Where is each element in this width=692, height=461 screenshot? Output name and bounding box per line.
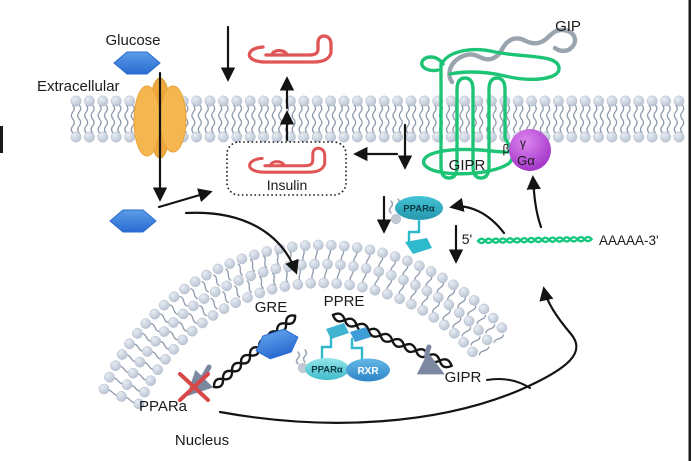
g-alpha-label: Gα bbox=[517, 153, 535, 168]
gipr-gene-label: GIPR bbox=[445, 369, 482, 386]
g-protein-ball bbox=[509, 129, 551, 171]
mrna-to-ppara-arrow bbox=[449, 197, 506, 235]
gre-glucose-hexagon bbox=[255, 328, 299, 360]
glucose-to-insulin-arrow bbox=[157, 188, 213, 209]
right-border-line bbox=[688, 0, 691, 461]
ppara-rxr-complex bbox=[295, 323, 390, 382]
transcription-to-mrna-arrow bbox=[218, 286, 578, 424]
g-gamma-label: γ bbox=[520, 136, 526, 150]
gip-peptide bbox=[447, 27, 578, 85]
nuclear-envelope bbox=[98, 239, 508, 410]
rxr-label: RXR bbox=[357, 366, 379, 377]
extracellular-label: Extracellular bbox=[37, 78, 120, 95]
glucose-to-nucleus-arrow bbox=[184, 211, 299, 275]
ppara-protein-cytoplasm bbox=[388, 196, 443, 254]
nucleus-label: Nucleus bbox=[175, 432, 229, 449]
glucose-label: Glucose bbox=[105, 32, 160, 49]
gipr-receptor-label: GIPR bbox=[449, 157, 486, 174]
g-beta-label: β bbox=[503, 142, 510, 156]
gre-label: GRE bbox=[255, 299, 288, 316]
gipr-mrna bbox=[476, 235, 593, 245]
five-prime-label: 5' bbox=[462, 231, 472, 247]
ppara-cyto-label: PPARα bbox=[403, 204, 435, 215]
red-x bbox=[178, 372, 210, 402]
insulin-molecule-secreted bbox=[247, 34, 333, 64]
glucose-hexagon-extracellular bbox=[113, 51, 161, 75]
gipr-promoter-arrow bbox=[416, 344, 445, 375]
ppara-nuclear-label: PPARα bbox=[311, 365, 343, 376]
glucose-hexagon-intracellular bbox=[109, 209, 157, 233]
ppara-gene-label: PPARa bbox=[139, 398, 188, 415]
insulin-molecule-vesicle bbox=[248, 146, 327, 174]
ppre-label: PPRE bbox=[324, 293, 365, 310]
mrna-to-receptor-arrow bbox=[526, 175, 543, 229]
gip-label: GIP bbox=[555, 18, 581, 35]
left-edge-mark bbox=[0, 126, 3, 153]
mrna-polya-label: AAAAA-3' bbox=[599, 233, 659, 248]
insulin-label: Insulin bbox=[267, 177, 307, 193]
insulin-vesicle-box bbox=[226, 141, 347, 196]
